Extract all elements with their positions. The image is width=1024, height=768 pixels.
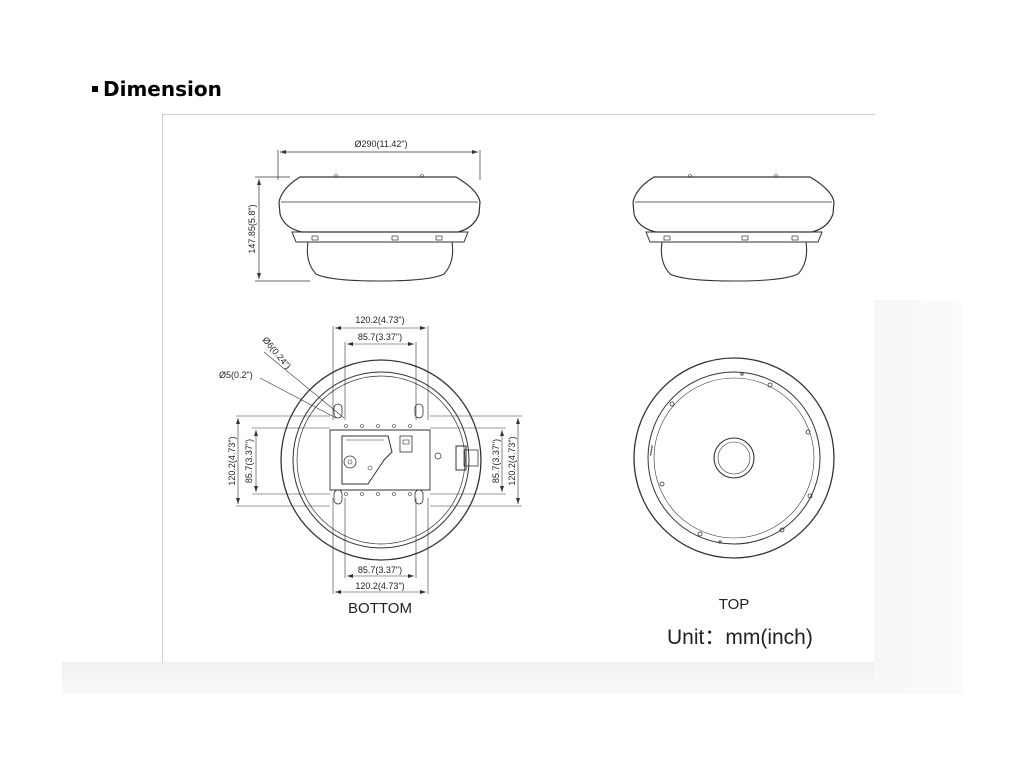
bottom-hole-small-label: Ø5(0.2") xyxy=(219,370,253,380)
section-heading: Dimension xyxy=(92,77,222,101)
top-caption: TOP xyxy=(719,596,750,613)
bottom-bottom-outer-label: 120.2(4.73") xyxy=(355,581,404,591)
drawing-frame xyxy=(162,114,875,663)
bottom-bottom-inner-label: 85.7(3.37") xyxy=(358,565,402,575)
bottom-left-inner-label: 85.7(3.37") xyxy=(244,439,254,483)
bullet-icon xyxy=(92,86,98,92)
svg-text:▪▪▪▪▪▪: ▪▪▪▪▪▪ xyxy=(648,445,656,457)
bottom-left-outer-label: 120.2(4.73") xyxy=(227,436,237,485)
bottom-right-inner-label: 85.7(3.37") xyxy=(491,439,501,483)
side-view-left: Ø290(11.42") 147.85(5.8") xyxy=(247,139,481,282)
bottom-right-outer-label: 120.2(4.73") xyxy=(507,436,517,485)
heading-title: Dimension xyxy=(103,77,222,101)
unit-label: Unit：mm(inch) xyxy=(667,626,813,649)
top-view: ▪▪▪▪▪▪ TOP Unit：mm(inch) xyxy=(633,357,835,649)
bottom-top-inner-label: 85.7(3.37") xyxy=(358,332,402,342)
side-height-label: 147.85(5.8") xyxy=(247,204,257,253)
bottom-top-outer-label: 120.2(4.73") xyxy=(355,315,404,325)
page-shadow xyxy=(62,662,962,694)
side-width-label: Ø290(11.42") xyxy=(354,139,407,149)
page-shadow-right xyxy=(874,300,962,694)
bottom-view: 120.2(4.73") 85.7(3.37") 85.7(3.37") 120… xyxy=(219,315,522,617)
bottom-caption: BOTTOM xyxy=(348,600,412,617)
side-view-right xyxy=(632,174,835,282)
